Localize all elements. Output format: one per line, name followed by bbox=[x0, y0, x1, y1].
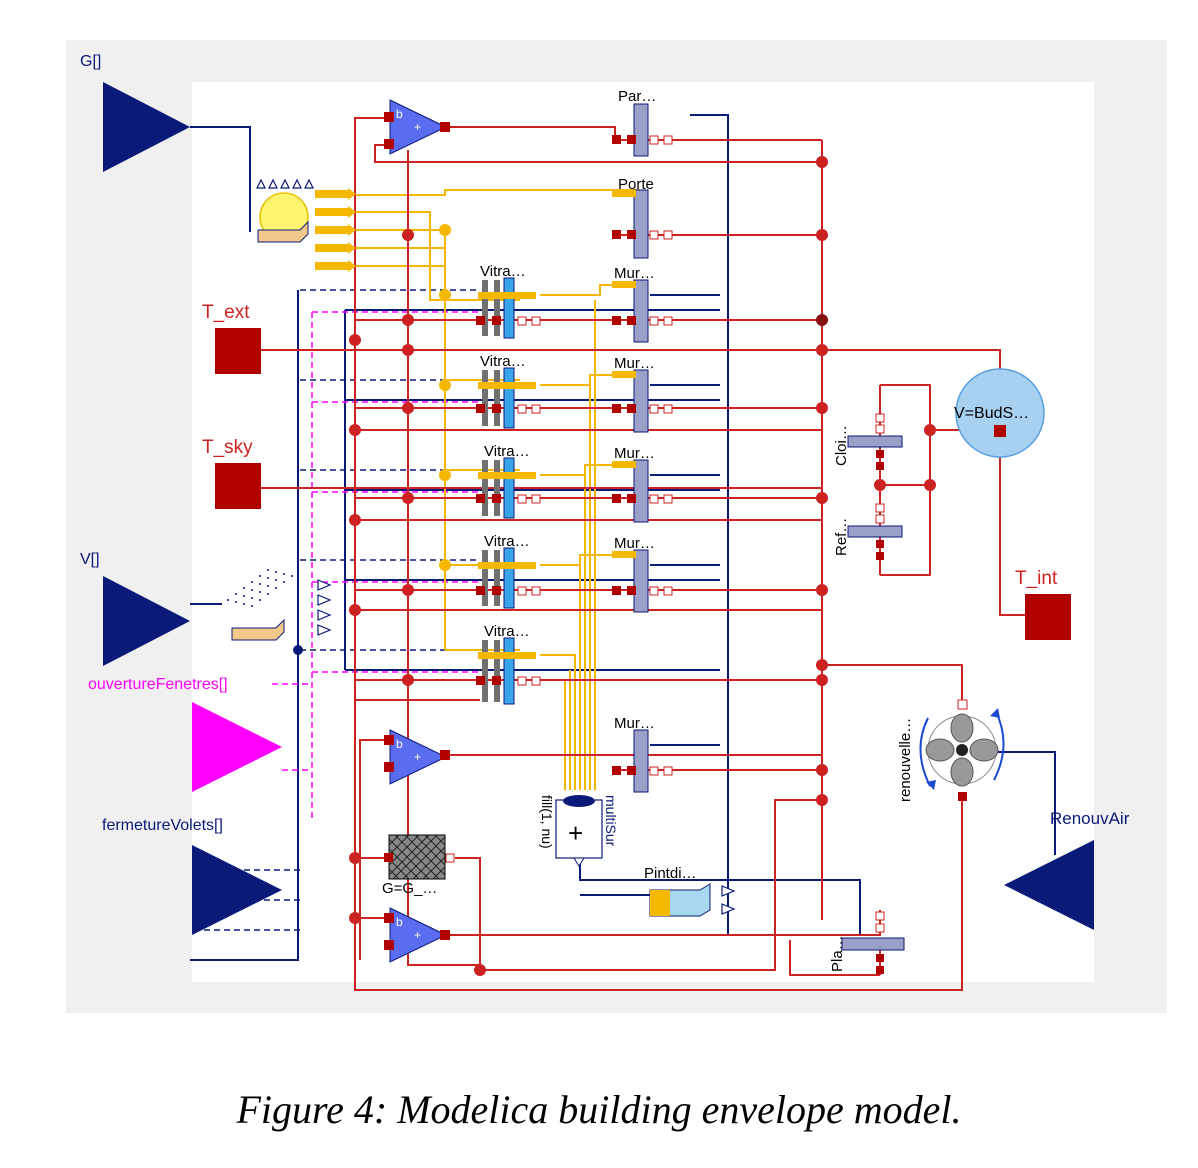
t-sky-label: T_sky bbox=[202, 437, 253, 458]
air-volume-label: V=BudS… bbox=[954, 405, 1029, 422]
fan-icon[interactable]: renouvelle… bbox=[897, 699, 1005, 802]
window-vitra-label: Vitra… bbox=[484, 533, 530, 550]
adder-b-label: b bbox=[396, 915, 403, 929]
t-sky-source[interactable] bbox=[215, 463, 261, 509]
g-input-label: G[] bbox=[80, 53, 101, 70]
window-vitra-3[interactable]: Vitra… bbox=[476, 443, 541, 519]
t-int-sensor[interactable] bbox=[1025, 594, 1071, 640]
wall-par-label: Par… bbox=[618, 88, 656, 105]
wall-plancher-label: Pla… bbox=[829, 935, 846, 972]
window-vitra-label: Vitra… bbox=[484, 623, 530, 640]
fermeture-input-triangle[interactable] bbox=[192, 845, 282, 935]
wall-porte[interactable]: Porte bbox=[612, 176, 673, 259]
wall-cloi-label: Cloi… bbox=[833, 425, 850, 466]
wall-mur-label: Mur… bbox=[614, 715, 655, 732]
fill-label: fill(1, nu) bbox=[539, 795, 555, 849]
wall-ref[interactable]: Ref… bbox=[833, 503, 903, 560]
fan-label: renouvelle… bbox=[897, 718, 914, 802]
t-int-label: T_int bbox=[1015, 568, 1058, 589]
magenta-wires bbox=[272, 311, 480, 820]
wall-mur-label: Mur… bbox=[614, 265, 655, 282]
wall-mur-label: Mur… bbox=[614, 535, 655, 552]
solar-output-arrows bbox=[315, 188, 356, 272]
fermeture-input-label: fermetureVolets[] bbox=[102, 817, 223, 834]
pintdi-block[interactable]: Pintdi… bbox=[644, 865, 711, 917]
wall-mur-1[interactable]: Mur… bbox=[612, 265, 673, 343]
window-vitra-1[interactable]: Vitra… bbox=[476, 263, 541, 339]
adder-plus-label: + bbox=[414, 928, 421, 942]
pintdi-label: Pintdi… bbox=[644, 865, 697, 882]
adder-b-label: b bbox=[396, 737, 403, 751]
wall-mur-4[interactable]: Mur… bbox=[612, 535, 673, 613]
sun-box bbox=[257, 220, 309, 243]
wind-icon[interactable] bbox=[227, 569, 293, 641]
gain-block[interactable]: G=G_… bbox=[382, 834, 455, 897]
adder-block-bottom[interactable]: b + bbox=[389, 907, 448, 963]
window-vitra-2[interactable]: Vitra… bbox=[476, 353, 541, 429]
signal-junction-dot bbox=[293, 645, 303, 655]
window-vitra-5[interactable]: Vitra… bbox=[476, 623, 541, 705]
wall-cloi[interactable]: Cloi… bbox=[833, 413, 903, 470]
multisum-block[interactable]: + fill(1, nu) multiSur bbox=[539, 795, 619, 867]
t-ext-label: T_ext bbox=[202, 302, 250, 323]
window-vitra-label: Vitra… bbox=[484, 443, 530, 460]
wall-par[interactable]: Par… bbox=[612, 88, 673, 157]
wall-ref-label: Ref… bbox=[833, 518, 850, 556]
ouverture-input-triangle[interactable] bbox=[192, 702, 282, 792]
sun-icon[interactable] bbox=[256, 178, 356, 272]
gain-label: G=G_… bbox=[382, 880, 437, 897]
wall-mur-label: Mur… bbox=[614, 445, 655, 462]
window-vitra-4[interactable]: Vitra… bbox=[476, 533, 541, 609]
wall-plancher[interactable]: Pla… bbox=[829, 911, 905, 974]
v-input-triangle[interactable] bbox=[103, 576, 190, 666]
wall-mur-3[interactable]: Mur… bbox=[612, 445, 673, 523]
wall-mur-2[interactable]: Mur… bbox=[612, 355, 673, 433]
v-input-label: V[] bbox=[80, 551, 100, 568]
signal-wires bbox=[190, 114, 1056, 961]
junction-dots bbox=[349, 156, 936, 976]
window-vitra-label: Vitra… bbox=[480, 263, 526, 280]
wall-mur-5[interactable]: Mur… bbox=[612, 715, 673, 793]
g-input-triangle[interactable] bbox=[103, 82, 190, 172]
adder-b-label: b bbox=[396, 107, 403, 121]
adder-block-top[interactable]: b + bbox=[389, 99, 448, 155]
renouvair-input-label: RenouvAir bbox=[1050, 809, 1130, 828]
signal-port-triangles bbox=[317, 579, 736, 915]
adder-plus-label: + bbox=[414, 750, 421, 764]
wall-mur-label: Mur… bbox=[614, 355, 655, 372]
adder-plus-label: + bbox=[414, 120, 421, 134]
sun-rays-icon bbox=[256, 178, 314, 189]
window-vitra-label: Vitra… bbox=[480, 353, 526, 370]
solar-junction-dots bbox=[439, 224, 451, 571]
t-ext-source[interactable] bbox=[215, 328, 261, 374]
multisum-label: multiSur bbox=[603, 795, 619, 847]
ouverture-input-label: ouvertureFenetres[] bbox=[88, 676, 228, 693]
wall-porte-label: Porte bbox=[618, 176, 654, 193]
air-volume[interactable]: V=BudS… bbox=[954, 368, 1045, 458]
adder-block-middle[interactable]: b + bbox=[389, 729, 448, 785]
multisum-plus: + bbox=[568, 818, 583, 848]
wind-box bbox=[231, 618, 285, 641]
figure-caption: Figure 4: Modelica building envelope mod… bbox=[236, 1087, 962, 1132]
renouvair-input-triangle[interactable] bbox=[1004, 840, 1094, 930]
